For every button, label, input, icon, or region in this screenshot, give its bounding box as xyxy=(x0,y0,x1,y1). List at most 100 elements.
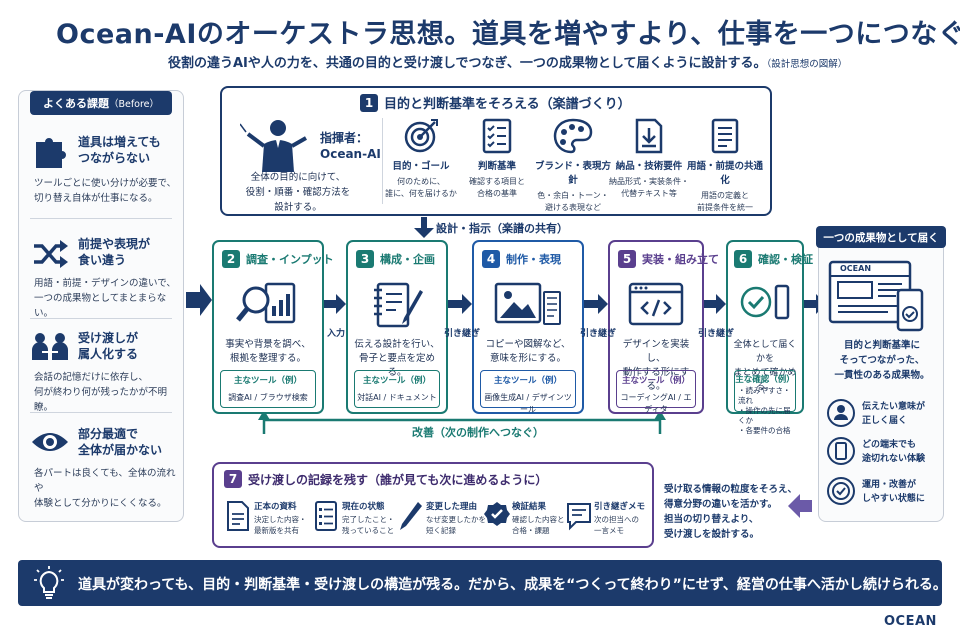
improve-loop xyxy=(262,418,662,434)
conductor-icon xyxy=(240,120,307,172)
record-desc-line2: 合格・課題 xyxy=(512,526,550,535)
smartphone-icon xyxy=(827,437,855,465)
step1-title-text: 目的と判断基準をそろえる（楽譜づくり） xyxy=(384,97,631,112)
feedback-line: 得意分野の違いを活かす。 xyxy=(664,499,778,510)
conductor-desc-line1: 全体の目的に向けて、 xyxy=(250,172,346,183)
value-item: 伝えたい意味が正しく届く xyxy=(826,398,942,430)
step2-desc-line2: 根拠を整理する。 xyxy=(229,353,306,364)
record-item: 変更した理由 なぜ変更したかを短く記録 xyxy=(398,500,486,540)
step6-check-item: ・各要件の合格 xyxy=(738,426,791,435)
brand-logo: OCEAN xyxy=(884,614,937,629)
arrow-step2-to-step3 xyxy=(324,294,346,314)
page-title: Ocean-AIのオーケストラ思想。道具を増やすより、仕事を一つにつなぐ。 xyxy=(56,19,960,50)
lightbulb-icon xyxy=(34,566,64,599)
improve-label: 改善（次の制作へつなぐ） xyxy=(408,424,548,440)
step6-desc-line2: まとめて確かめる。 xyxy=(733,368,797,392)
score-item: 目的・ゴール 何のために、誰に、何を届けるか xyxy=(380,118,462,200)
step5-desc: デザインを実装し、 xyxy=(622,339,690,364)
step4-desc-line2: 意味を形にする。 xyxy=(489,353,567,364)
design-flow-label: 設計・指示（楽譜の共有） xyxy=(436,222,568,235)
issue-desc-line2: 何が終わり何が残ったかが不明瞭。 xyxy=(34,387,168,413)
score-item-desc: 納品形式・実装条件・ xyxy=(609,177,689,186)
input-label: 入力 xyxy=(327,329,346,339)
handoff-label: 引き継ぎ xyxy=(580,329,617,339)
code-window-icon xyxy=(628,282,684,326)
step7-title: 7 受け渡しの記録を残す（誰が見ても次に進めるように） xyxy=(224,470,547,488)
record-item: 引き継ぎメモ 次の担当への一言メモ xyxy=(566,500,650,540)
arrow-step3-to-step4 xyxy=(448,294,472,314)
score-item: 判断基準 確認する項目と合格の基準 xyxy=(456,118,538,200)
score-item-desc: 色・余白・トーン・ xyxy=(537,191,609,200)
mock-site-logo: OCEAN xyxy=(840,264,872,273)
issue-title-line2: つながらない xyxy=(78,151,151,165)
issue-title: 前提や表現が xyxy=(78,237,151,251)
conductor-desc-line2: 役割・順番・確認方法を xyxy=(245,187,351,198)
puzzle-icon xyxy=(36,138,66,168)
issue-title: 部分最適で xyxy=(78,427,139,441)
score-item-label: ブランド・表現方針 xyxy=(534,161,611,186)
step3-number: 3 xyxy=(356,250,374,268)
issue-title: 受け渡しが xyxy=(78,331,139,345)
file-icon xyxy=(227,501,249,531)
result-desc: 目的と判断基準に そってつながった、 一貫性のある成果物。 xyxy=(826,338,938,383)
page-subtitle: 役割の違うAIや人の力を、共通の目的と受け渡しでつなぎ、一つの成果物として届くよ… xyxy=(168,52,847,71)
arrow-step5-to-step6 xyxy=(704,294,726,314)
notebook-pencil-icon xyxy=(374,282,423,328)
feedback-line: 担当の切り替えより、 xyxy=(664,514,759,525)
record-desc: なぜ変更したかを xyxy=(426,515,486,524)
record-title: 検証結果 xyxy=(512,502,547,512)
record-desc-line2: 最新版を共有 xyxy=(254,526,299,535)
issue-desc-line2: 体験として分かりにくくなる。 xyxy=(34,498,167,509)
conductor-desc: 全体の目的に向けて、 役割・順番・確認方法を 設計する。 xyxy=(228,170,368,215)
score-item-desc-line2: 誰に、何を届けるか xyxy=(385,189,457,198)
check-circle-icon xyxy=(827,477,855,505)
step3-tool-head: 主なツール（例） xyxy=(362,376,431,386)
before-heading-text: よくある課題 xyxy=(42,97,109,110)
check-phone-icon xyxy=(740,284,790,320)
score-item-desc-line2: 避ける表現など xyxy=(545,203,601,212)
step5-tool-head: 主なツール（例） xyxy=(621,376,690,386)
step6-check-head: 主な確認（例） xyxy=(735,375,795,385)
step5-title: 実装・組み立て xyxy=(642,253,719,266)
handoff-icon xyxy=(32,333,68,360)
issue-item: 道具は増えてもつながらない ツールごとに使い分けが必要で、切り替え自体が仕事にな… xyxy=(24,134,180,214)
eye-icon xyxy=(32,433,68,451)
step3-tool: 対話AI / ドキュメント xyxy=(357,393,437,402)
feedback-line: 受け渡しを設計する。 xyxy=(664,529,760,540)
step1-number: 1 xyxy=(360,93,378,112)
step2-desc: 事実や背景を調べ、 xyxy=(225,339,311,350)
verified-icon xyxy=(484,502,510,526)
issue-item: 前提や表現が食い違う 用語・前提・デザインの違いで、一つの成果物としてまとまらな… xyxy=(24,236,180,319)
website-devices-icon xyxy=(828,260,924,332)
value-text-line2: 途切れない体験 xyxy=(862,454,926,464)
step2-tool: 調査AI / ブラウザ検索 xyxy=(228,393,308,402)
record-title: 変更した理由 xyxy=(426,502,478,512)
step1-separator xyxy=(382,118,383,204)
step6-check-item: ・操作の先に届くか xyxy=(738,406,791,425)
before-heading: よくある課題（Before） xyxy=(30,91,172,115)
checklist-icon xyxy=(482,118,512,154)
result-desc-line: そってつながった、 xyxy=(839,355,925,366)
record-desc: 次の担当への xyxy=(594,515,639,524)
feedback-arrow xyxy=(788,494,812,518)
step2-tool-head: 主なツール（例） xyxy=(233,376,302,386)
before-heading-note: （Before） xyxy=(108,99,160,110)
step6-desc: 全体として届くかを xyxy=(733,340,797,364)
score-item-label: 用語・前提の共通化 xyxy=(686,161,763,186)
subtitle-text: 役割の違うAIや人の力を、共通の目的と受け渡しでつなぎ、一つの成果物として届くよ… xyxy=(168,56,767,71)
issue-desc: 会話の記憶だけに依存し、 xyxy=(34,372,149,383)
memo-icon xyxy=(567,503,591,531)
handoff-label: 引き継ぎ xyxy=(698,329,735,339)
record-desc: 確認した内容と xyxy=(512,515,565,524)
issue-title: 道具は増えても xyxy=(78,135,161,149)
value-text: 運用・改善が xyxy=(862,480,917,490)
issue-divider xyxy=(30,218,172,219)
feedback-line: 受け取る情報の粒度をそろえ、 xyxy=(664,484,798,495)
score-item-desc: 何のために、 xyxy=(397,177,445,186)
score-item-label: 目的・ゴール xyxy=(392,161,450,172)
issue-item: 部分最適で全体が届かない 各パートは良くても、全体の流れや体験として分かりにくく… xyxy=(24,426,180,509)
record-desc-line2: 一言メモ xyxy=(594,526,624,535)
